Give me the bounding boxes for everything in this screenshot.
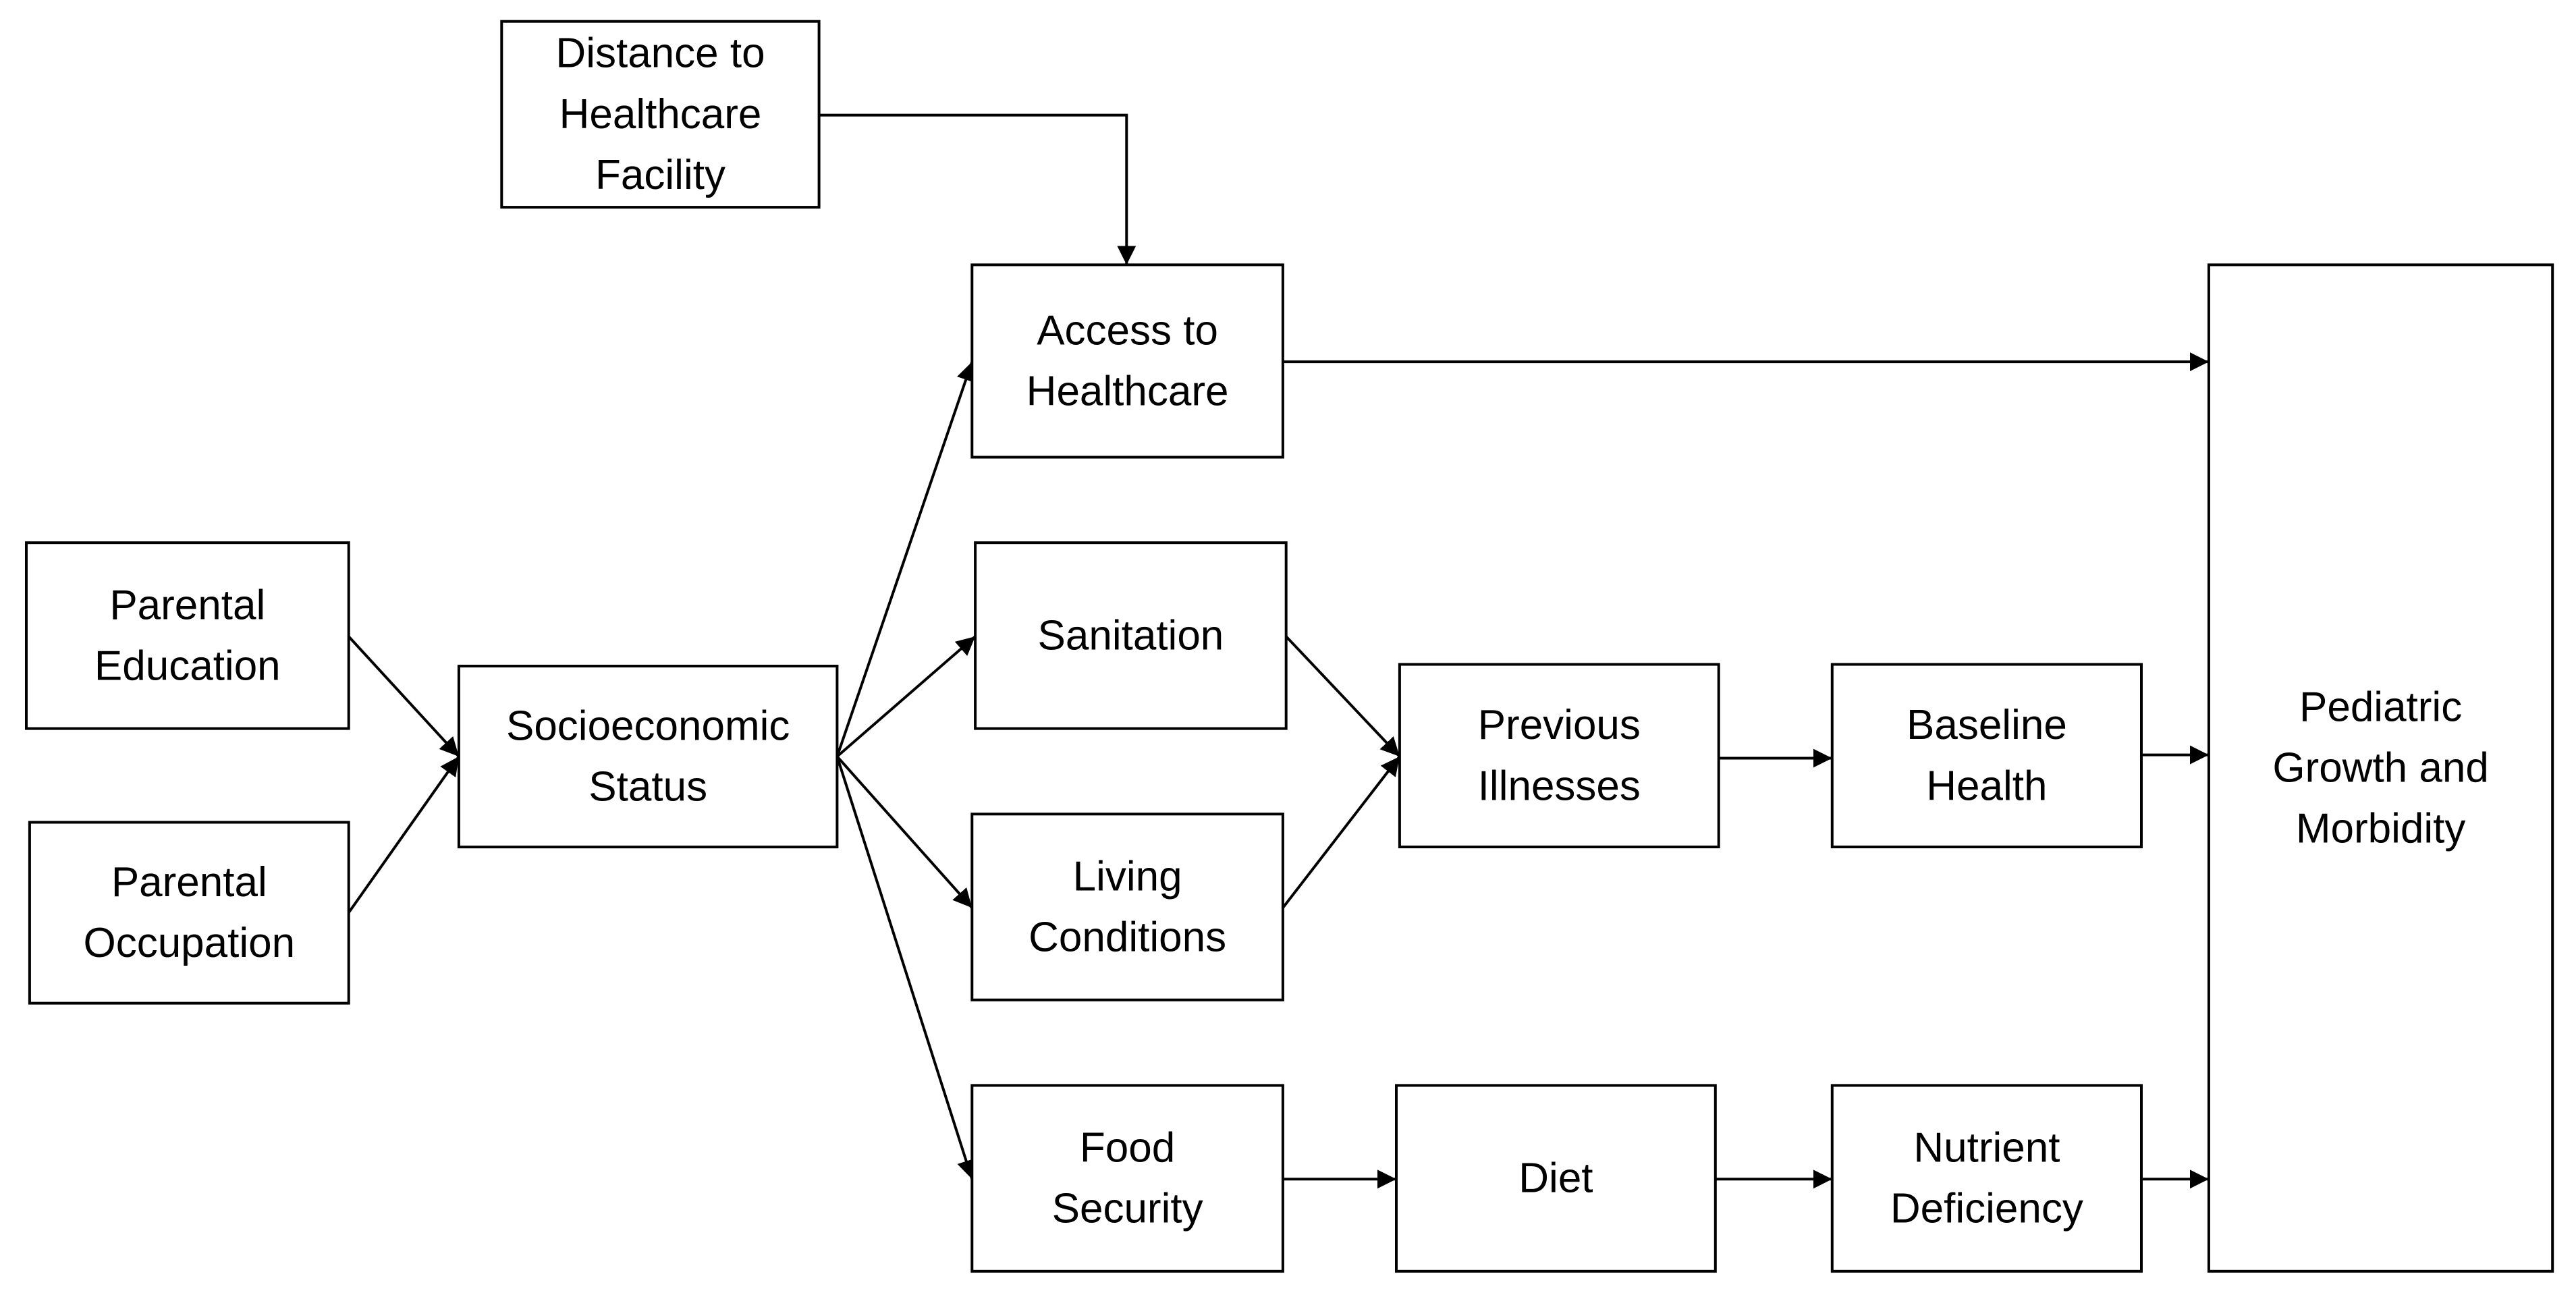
node-box-baseline-health xyxy=(1830,663,2143,848)
edges-layer xyxy=(347,113,2209,1189)
node-label-access-to-healthcare: Healthcare xyxy=(1026,368,1229,415)
node-box-distance-to-healthcare-facility xyxy=(500,20,821,209)
node-box-parental-occupation xyxy=(28,821,350,1005)
arrow-socioeconomic-status-to-living-conditions xyxy=(835,755,973,909)
node-box-previous-illnesses xyxy=(1398,663,1720,848)
node-box-diet xyxy=(1395,1084,1717,1273)
node-label-food-security: Food xyxy=(1080,1125,1175,1172)
node-label-previous-illnesses: Illnesses xyxy=(1478,763,1641,809)
arrow-distance-to-healthcare-facility-to-access-to-healthcare xyxy=(819,113,1136,265)
arrow-sanitation-to-previous-illnesses xyxy=(1285,635,1401,758)
arrow-parental-occupation-to-socioeconomic-status xyxy=(347,755,460,914)
arrow-socioeconomic-status-to-access-to-healthcare xyxy=(835,361,975,757)
node-box-parental-education xyxy=(25,541,350,730)
node-label-access-to-healthcare: Access to xyxy=(1037,307,1218,354)
node-box-living-conditions xyxy=(970,813,1284,1001)
node-label-nutrient-deficiency: Deficiency xyxy=(1890,1186,2083,1232)
node-sanitation: Sanitation xyxy=(974,541,1288,730)
node-label-parental-education: Parental xyxy=(109,582,265,628)
node-label-distance-to-healthcare-facility: Healthcare xyxy=(559,91,762,138)
node-label-distance-to-healthcare-facility: Distance to xyxy=(555,30,765,77)
node-label-baseline-health: Health xyxy=(1926,763,2047,809)
node-label-parental-occupation: Parental xyxy=(111,859,267,906)
node-label-nutrient-deficiency: Nutrient xyxy=(1913,1125,2060,1172)
node-label-pediatric-growth-and-morbidity: Morbidity xyxy=(2296,806,2466,852)
node-label-food-security: Security xyxy=(1052,1186,1203,1232)
node-label-socioeconomic-status: Status xyxy=(588,764,707,810)
node-label-parental-occupation: Occupation xyxy=(83,920,295,966)
arrow-living-conditions-to-previous-illnesses xyxy=(1282,755,1401,909)
node-label-previous-illnesses: Previous xyxy=(1478,702,1641,748)
arrow-socioeconomic-status-to-sanitation xyxy=(836,635,977,758)
arrow-socioeconomic-status-to-food-security xyxy=(835,756,976,1180)
node-box-pediatric-growth-and-morbidity xyxy=(2207,263,2554,1273)
node-box-sanitation xyxy=(974,541,1288,730)
node-label-living-conditions: Conditions xyxy=(1029,914,1226,961)
node-box-food-security xyxy=(970,1084,1284,1273)
node-label-parental-education: Education xyxy=(94,643,281,690)
arrow-parental-education-to-socioeconomic-status xyxy=(348,635,460,758)
node-label-sanitation: Sanitation xyxy=(1038,612,1224,659)
node-label-distance-to-healthcare-facility: Facility xyxy=(595,152,725,198)
node-box-access-to-healthcare xyxy=(970,263,1284,459)
node-diet: Diet xyxy=(1395,1084,1717,1273)
node-label-socioeconomic-status: Socioeconomic xyxy=(506,703,790,749)
node-label-diet: Diet xyxy=(1518,1155,1593,1202)
node-label-pediatric-growth-and-morbidity: Pediatric xyxy=(2299,684,2462,730)
node-label-baseline-health: Baseline xyxy=(1907,702,2067,748)
node-access-to-healthcare: Access to Healthcare xyxy=(970,263,1284,459)
node-label-pediatric-growth-and-morbidity: Growth and xyxy=(2272,745,2489,792)
node-box-nutrient-deficiency xyxy=(1830,1084,2143,1273)
node-label-living-conditions: Living xyxy=(1073,853,1182,900)
node-box-socioeconomic-status xyxy=(457,665,839,849)
